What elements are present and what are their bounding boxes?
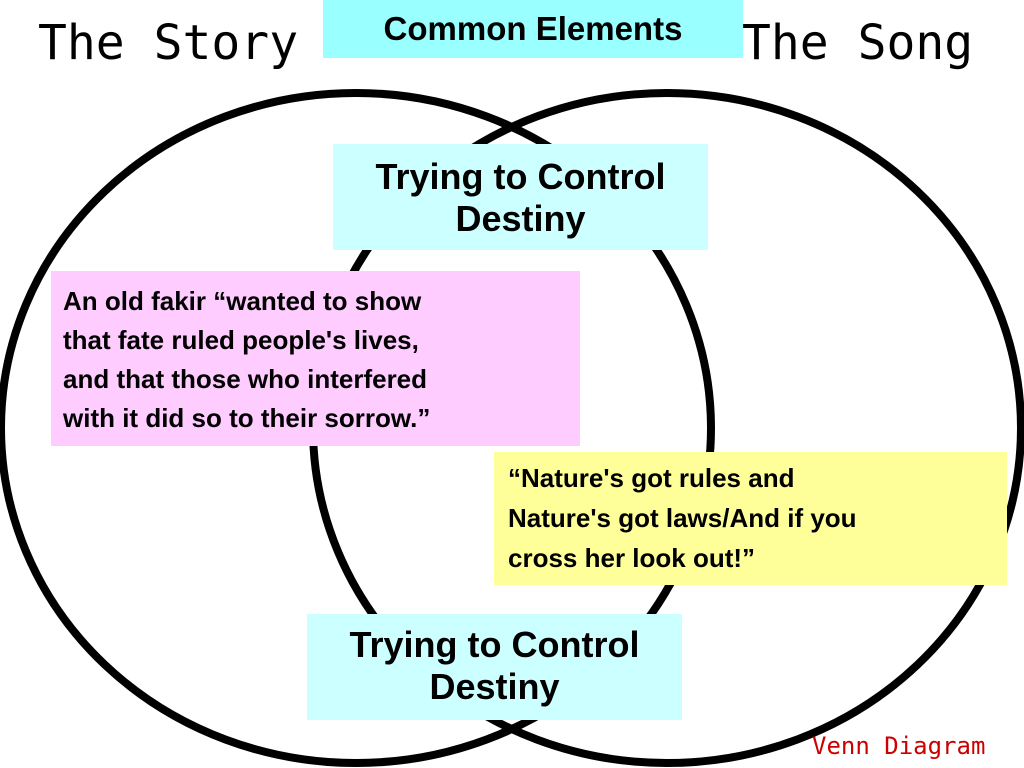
story-quote-line: with it did so to their sorrow.” [63,403,431,433]
story-circle [0,89,715,767]
common-elements-header: Common Elements [323,0,743,58]
story-quote-line: and that those who interfered [63,364,428,394]
common-element-line: Trying to Control [375,156,666,197]
story-title: The Story [38,15,299,71]
song-quote-line: “Nature's got rules and [508,463,795,493]
song-quote-line: Nature's got laws/And if you [508,503,857,533]
common-element-box-top: Trying to Control Destiny [333,144,708,250]
common-element-line: Trying to Control [349,624,640,665]
story-quote-line: that fate ruled people's lives, [63,325,419,355]
venn-diagram-caption: Venn Diagram [812,732,986,760]
story-quote-line: An old fakir “wanted to show [63,286,422,316]
song-title: The Song [742,15,974,71]
common-element-line: Destiny [455,198,586,239]
story-quote-box: An old fakir “wanted to show that fate r… [51,271,580,446]
common-element-line: Destiny [429,666,560,707]
song-quote-box: “Nature's got rules and Nature's got law… [494,452,1007,585]
common-element-box-bottom: Trying to Control Destiny [307,614,682,720]
song-quote-line: cross her look out!” [508,543,756,573]
